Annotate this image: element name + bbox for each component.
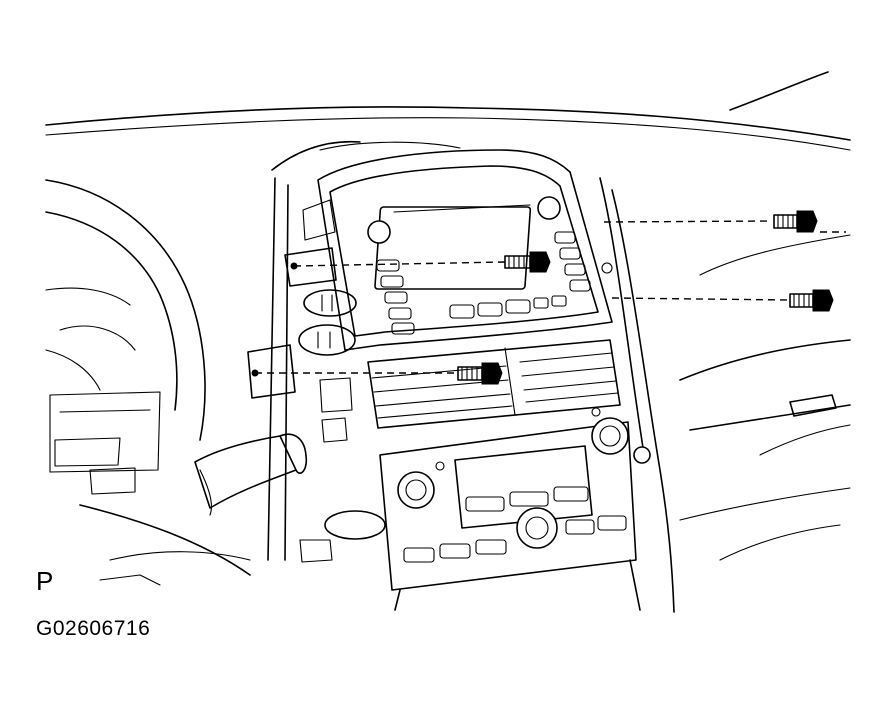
figure-code: G02606716 — [36, 617, 151, 640]
display-side-buttons-left — [376, 259, 415, 335]
dashboard-top — [45, 71, 851, 151]
mounting-bolt — [789, 289, 834, 312]
center-cluster-panel — [317, 149, 613, 351]
right-dashboard — [599, 177, 851, 613]
instrument-cluster — [45, 179, 206, 495]
air-vent — [367, 339, 621, 429]
steering-column — [79, 433, 308, 586]
display-bottom-buttons — [449, 295, 567, 319]
display-side-buttons-right — [554, 231, 591, 292]
mounting-bolt — [457, 362, 503, 385]
mounting-bolt — [773, 210, 818, 233]
mounting-bolt — [504, 251, 551, 273]
left-bracket-area — [247, 140, 386, 563]
leader-lines — [255, 220, 846, 374]
view-label: P — [36, 566, 54, 596]
climate-control-panel — [379, 407, 641, 611]
